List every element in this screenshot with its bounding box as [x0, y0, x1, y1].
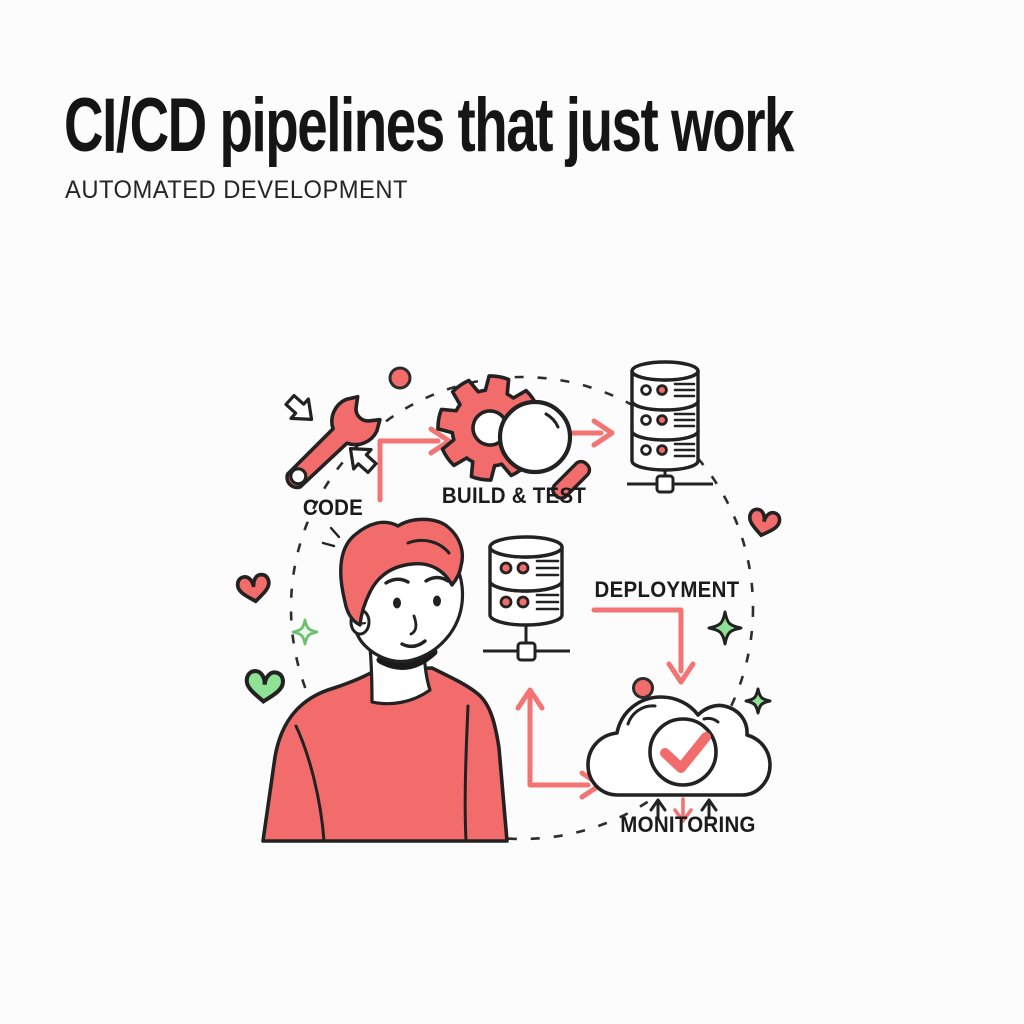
coral-heart-right: [748, 507, 782, 538]
left-brow: [384, 577, 410, 585]
coral-dot-mid: [632, 677, 654, 699]
green-sparkle-left: [291, 618, 319, 646]
smile: [400, 639, 427, 649]
arrow-deployment-down: [591, 607, 696, 685]
decorations: [235, 366, 782, 715]
right-brow: [424, 575, 450, 583]
page-subtitle: AUTOMATED DEVELOPMENT: [65, 176, 408, 204]
green-sparkle-mid: [707, 610, 743, 646]
stage-label-build-test: BUILD & TEST: [441, 483, 587, 508]
arrow-code-to-build: [377, 426, 452, 503]
small-arrow-icon: [284, 393, 314, 422]
sync-arrows-icon: [649, 797, 718, 823]
checkmark-icon: [660, 732, 711, 773]
green-sparkle-right: [744, 687, 772, 715]
coral-dot: [388, 366, 412, 390]
coral-heart-left: [235, 572, 271, 604]
server-stack-2-tier-icon: [483, 535, 570, 662]
nose: [409, 614, 418, 636]
arrow-build-to-servers: [563, 418, 615, 448]
chin-shadow: [376, 648, 438, 670]
right-eye: [433, 595, 441, 607]
cloud-check-icon: [586, 695, 772, 823]
stage-label-code: CODE: [302, 495, 364, 520]
wrench-icon: [284, 393, 382, 490]
green-heart-left: [244, 669, 285, 704]
stage-label-monitoring: MONITORING: [620, 812, 756, 837]
stage-label-deployment: DEPLOYMENT: [594, 577, 740, 602]
hair-accent-marks: [321, 526, 341, 548]
hair: [339, 517, 465, 627]
developer-avatar: [261, 517, 509, 843]
arrow-up-and-right-to-cloud: [515, 687, 603, 800]
dashed-loop-circle: [289, 375, 755, 841]
page-title: CI/CD pipelines that just work: [64, 83, 794, 168]
server-stack-3-tier-icon: [627, 360, 713, 494]
gear-magnifier-icon: [436, 374, 592, 500]
small-arrow-icon: [348, 446, 378, 475]
left-eye: [393, 597, 401, 609]
